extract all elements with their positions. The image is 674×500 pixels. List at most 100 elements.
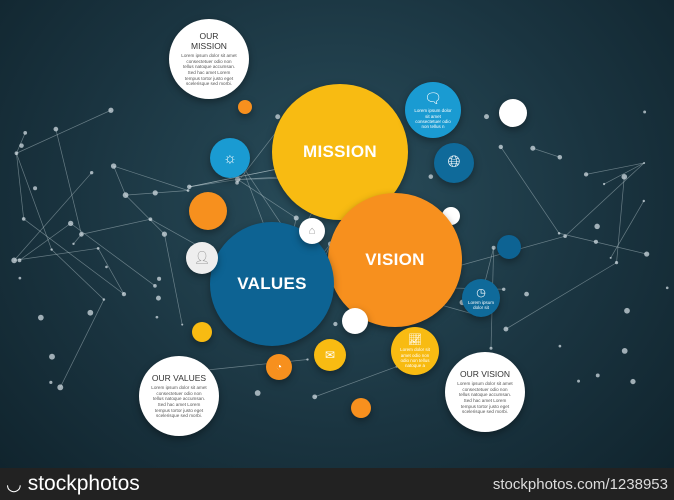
network-node	[148, 217, 153, 222]
network-node	[621, 348, 628, 354]
network-node	[524, 291, 529, 297]
our-values-circle: OUR VALUES Lorem ipsum dolor sit amet co…	[139, 356, 219, 436]
mission-label: MISSION	[303, 142, 377, 161]
network-line	[23, 218, 125, 295]
network-line	[205, 359, 308, 371]
network-node	[87, 309, 94, 316]
small-white-dot	[342, 308, 368, 334]
network-node	[155, 315, 159, 319]
our-vision-circle: OUR VISION Lorem ipsum dolor sit amet co…	[445, 352, 525, 432]
lightbulb-circle: ☼	[210, 138, 250, 178]
network-node	[614, 261, 619, 265]
network-node	[306, 358, 309, 361]
network-node	[89, 170, 94, 175]
clock-text: Lorem ipsum dolor sit	[468, 299, 495, 310]
smile-logo-icon: ◡	[6, 473, 22, 494]
our-values-text: Lorem ipsum dolor sit amet consectetuer …	[151, 385, 207, 419]
network-node	[49, 353, 55, 360]
person-circle: 👤︎	[186, 242, 218, 274]
vision-circle: VISION	[328, 193, 462, 327]
network-node	[583, 172, 589, 177]
network-node	[17, 258, 22, 263]
network-line	[16, 153, 25, 219]
network-line	[610, 200, 645, 259]
network-node	[122, 192, 129, 198]
footer-bar: ◡ stockphotos stockphotos.com/1238953	[0, 468, 674, 500]
vision-label: VISION	[365, 250, 425, 269]
network-node	[235, 176, 241, 183]
network-line	[70, 223, 156, 287]
network-node	[312, 394, 318, 400]
chart-text: Lorem dolor sit amet odio non odio non t…	[400, 347, 430, 369]
network-node	[557, 154, 563, 160]
network-line	[559, 232, 647, 255]
network-node	[602, 182, 606, 186]
network-node	[275, 114, 281, 120]
network-line	[586, 162, 645, 175]
our-mission-title: OUR MISSION	[191, 31, 227, 52]
network-node	[665, 286, 669, 290]
network-node	[37, 314, 44, 321]
network-node	[621, 174, 628, 180]
network-line	[16, 153, 52, 250]
network-node	[181, 323, 184, 326]
network-line	[59, 299, 105, 388]
home-icon: ⌂	[308, 225, 316, 237]
network-node	[102, 298, 106, 301]
network-node	[152, 190, 158, 196]
our-vision-title: OUR VISION	[459, 369, 511, 380]
network-node	[254, 390, 261, 396]
network-node	[186, 189, 190, 192]
orange-dot	[189, 192, 227, 230]
lightbulb-icon: ☼	[223, 149, 237, 167]
network-node	[105, 265, 108, 269]
values-label: VALUES	[237, 274, 307, 293]
network-node	[79, 232, 84, 237]
network-node	[155, 295, 161, 301]
network-node	[489, 346, 493, 350]
network-node	[491, 245, 496, 250]
network-node	[18, 276, 22, 280]
network-line	[314, 366, 397, 398]
network-node	[157, 276, 162, 281]
globe-circle: 🌐︎	[434, 143, 474, 183]
network-line	[164, 234, 183, 325]
network-line	[81, 218, 151, 235]
envelope-icon: ✉	[324, 348, 336, 362]
network-line	[532, 147, 560, 158]
network-node	[498, 144, 503, 150]
network-node	[33, 186, 38, 191]
network-node	[11, 257, 17, 264]
pie-chart-icon: ◔	[275, 361, 283, 373]
our-mission-text: Lorem ipsum dolor sit amet consectetuer …	[181, 53, 237, 87]
network-line	[97, 248, 125, 295]
network-line	[125, 194, 165, 235]
network-line	[189, 179, 238, 188]
person-icon: 👤︎	[193, 250, 211, 265]
network-node	[428, 174, 434, 179]
line-chart-icon: 📈︎	[408, 334, 422, 347]
network-line	[500, 146, 560, 234]
network-node	[50, 248, 53, 251]
network-node	[293, 215, 299, 221]
network-node	[53, 126, 59, 132]
envelope-circle: ✉	[314, 339, 346, 371]
network-line	[236, 127, 280, 184]
our-vision-text: Lorem ipsum dolor sit amet consectetuer …	[457, 381, 513, 415]
network-node	[333, 321, 338, 327]
clock-icon: ◷	[476, 286, 486, 299]
network-node	[96, 246, 100, 250]
network-node	[643, 110, 647, 114]
network-node	[23, 131, 28, 135]
home-circle: ⌂	[299, 218, 325, 244]
pie-circle: ◔	[266, 354, 292, 380]
network-node	[609, 256, 612, 259]
network-node	[503, 326, 509, 332]
network-node	[68, 220, 74, 227]
orange-dot	[351, 398, 371, 418]
network-node	[642, 199, 646, 203]
network-node	[121, 291, 127, 297]
network-line	[113, 165, 189, 191]
image-url: stockphotos.com/1238953	[492, 475, 668, 493]
network-node	[19, 143, 24, 148]
